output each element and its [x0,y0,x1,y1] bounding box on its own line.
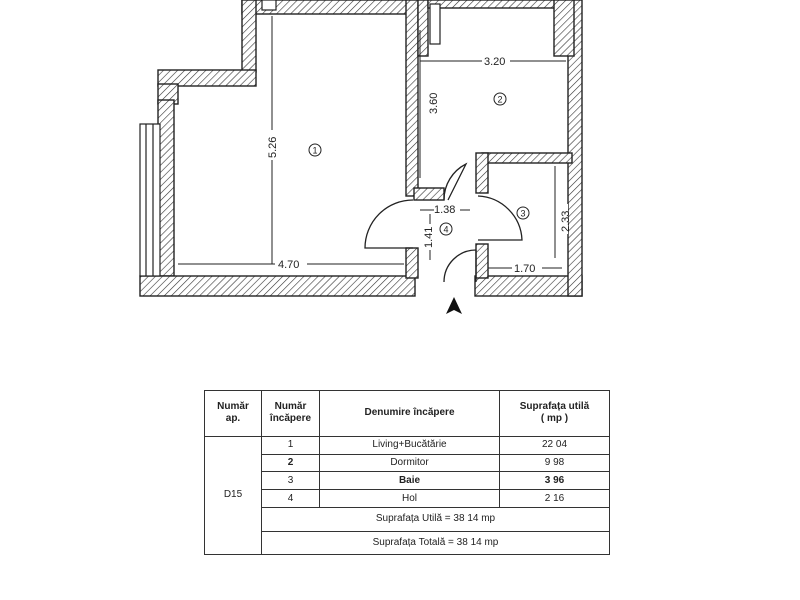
header-room-number: Număr încăpere [261,390,320,437]
wall-partition [405,0,419,197]
door-bedroom [443,162,468,201]
table-row: 4 Hol 2 16 [205,489,610,509]
room-area-table: Număr ap. Număr încăpere Denumire încăpe… [204,390,610,556]
header-apartment-number: Număr ap. [204,390,262,437]
room-marker-4 [439,222,453,236]
room-marker-2 [493,92,507,106]
wall-bedroom-top [427,0,573,9]
wall-partition-top [417,0,429,57]
room-number: 1 [261,435,320,455]
room-number-1: 1 [313,146,318,156]
room-number: 2 [261,453,320,473]
dim-living-width: 4.70 [278,259,299,271]
wall-bottom-living [139,275,416,297]
table-header-row: Număr ap. Număr încăpere Denumire încăpe… [204,390,610,437]
dim-living-height: 5.26 [267,137,279,158]
room-number-2: 2 [498,95,503,105]
dim-bedroom-height: 3.60 [428,93,440,114]
walls [139,0,583,297]
room-name: Dormitor [319,453,500,473]
wall-right [567,0,583,297]
wall-partition-lower [405,247,419,279]
room-marker-1 [308,143,322,157]
room-number: 3 [261,471,320,491]
dim-bath-height: 2.33 [560,211,572,232]
grand-total: Suprafața Totală = 38 14 mp [261,530,610,556]
dim-bedroom-width: 3.20 [484,56,505,68]
door-living [364,199,414,249]
room-number-4: 4 [444,225,449,235]
dim-hall-height: 1.41 [423,227,435,248]
wall-bath-left [475,152,489,194]
window-top [261,0,441,45]
dim-hall-width: 1.38 [434,204,455,216]
wall-hall-top-left [413,187,445,201]
room-area: 2 16 [499,489,610,509]
triangle-up-icon [446,297,462,314]
dimension-lines [178,16,566,269]
table-row: D15 1 Living+Bucătărie 22 04 [204,435,610,556]
room-area: 3 96 [499,471,610,491]
wall-left-upper [241,0,257,73]
room-name: Baie [319,471,500,491]
room-name: Hol [319,489,500,509]
door-entrance [443,249,477,283]
wall-bedroom-corner [553,0,575,57]
useful-total: Suprafața Utilă = 38 14 mp [261,507,610,532]
wall-bath-top [481,152,573,164]
door-bath [477,195,523,241]
table-row: 2 Dormitor 9 98 [205,453,610,473]
window-left [139,123,161,277]
room-area: 9 98 [499,453,610,473]
dim-bath-width: 1.70 [514,263,535,275]
wall-bath-left-low [475,243,489,279]
useful-total-row: Suprafața Utilă = 38 14 mp [205,507,610,532]
room-number: 4 [261,489,320,509]
wall-notch-top [157,69,257,87]
room-name: Living+Bucătărie [319,435,500,455]
room-number-3: 3 [521,209,526,219]
header-room-name: Denumire încăpere [319,390,500,437]
room-area: 22 04 [499,435,610,455]
table-row: 3 Baie 3 96 [205,471,610,491]
doors [364,162,523,283]
wall-bottom-right [474,275,583,297]
apartment-number: D15 [204,435,262,556]
floor-plan: 5.26 4.70 3.20 3.60 1.38 1.41 2.33 1.70 … [139,0,583,314]
room-marker-3 [516,206,530,220]
grand-total-row: Suprafața Totală = 38 14 mp [205,530,610,556]
room-markers [308,92,530,236]
header-useful-area: Suprafața utilă ( mp ) [499,390,610,437]
